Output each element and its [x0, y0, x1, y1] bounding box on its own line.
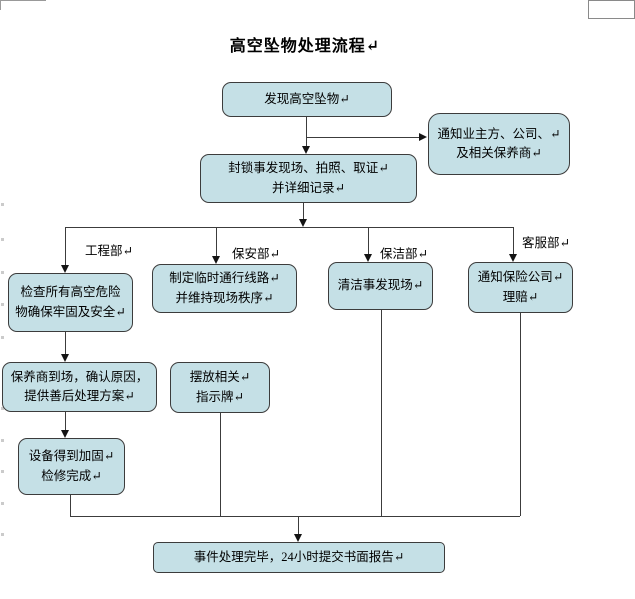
- flow-node-notify-owner[interactable]: 通知业主方、公司、↵ 及相关保养商↵: [428, 113, 570, 175]
- arrowhead-down-icon: [302, 146, 310, 154]
- flow-node-notify-insurance[interactable]: 通知保险公司↵ 理赔↵: [468, 262, 573, 313]
- node-text: 及相关保养商↵: [456, 146, 542, 160]
- margin-mark: [1, 407, 4, 410]
- node-text: 并维持现场秩序↵: [175, 290, 274, 305]
- arrowhead-down-icon: [61, 265, 69, 273]
- connector-branch-security: [216, 227, 217, 257]
- arrowhead-down-icon: [294, 534, 302, 542]
- connector-to-notify-owner: [307, 137, 419, 138]
- node-text: 并详细记录↵: [272, 180, 345, 195]
- arrowhead-down-icon: [61, 430, 69, 438]
- margin-mark: [1, 238, 4, 241]
- node-text: 事件处理完毕，24小时提交书面报告↵: [193, 549, 405, 564]
- branch-label-cleaning: 保洁部↵: [380, 247, 428, 261]
- arrowhead-down-icon: [299, 219, 307, 227]
- arrowhead-down-icon: [509, 254, 517, 262]
- connector-vendor-to-fixed: [65, 412, 66, 431]
- connector-clean-to-rail: [381, 310, 382, 516]
- node-text: 制定临时通行线路↵: [169, 271, 280, 286]
- flow-node-equipment-fixed[interactable]: 设备得到加固↵ 检修完成↵: [18, 438, 125, 495]
- node-text: 检查所有高空危险: [20, 285, 121, 300]
- flow-node-place-signs[interactable]: 摆放相关↵ 指示牌↵: [170, 362, 270, 413]
- margin-mark: [1, 271, 4, 274]
- node-text: 摆放相关↵: [189, 370, 251, 385]
- arrowhead-right-icon: [419, 133, 427, 141]
- arrowhead-down-icon: [61, 354, 69, 362]
- node-text: 检修完成↵: [41, 468, 102, 483]
- connector-branch-cleaning: [368, 227, 369, 255]
- node-text: 提供善后处理方案↵: [24, 389, 135, 403]
- connector-discover-to-seal: [306, 117, 307, 148]
- margin-mark: [1, 303, 4, 306]
- node-text: 通知业主方、公司、↵: [437, 126, 561, 141]
- node-text: 物确保牢固及安全↵: [15, 304, 126, 319]
- margin-mark: [1, 439, 4, 442]
- margin-mark: [1, 470, 4, 473]
- connector-branch-engineering: [65, 227, 66, 266]
- connector-insurance-to-rail: [520, 313, 521, 516]
- branch-distribution-line: [65, 227, 513, 228]
- arrowhead-down-icon: [364, 254, 372, 262]
- page-corner-mark: [0, 0, 46, 1]
- arrowhead-down-icon: [212, 256, 220, 264]
- margin-mark: [1, 203, 4, 206]
- bottom-collector-line: [70, 516, 520, 517]
- flow-node-check-hazards[interactable]: 检查所有高空危险 物确保牢固及安全↵: [8, 273, 133, 332]
- node-text: 理赔↵: [502, 289, 539, 304]
- flow-node-seal-scene[interactable]: 封锁事发现场、拍照、取证↵ 并详细记录↵: [200, 154, 417, 203]
- node-text: 发现高空坠物↵: [264, 91, 350, 106]
- branch-label-customer-service: 客服部↵: [522, 236, 570, 250]
- flow-node-discover[interactable]: 发现高空坠物↵: [222, 82, 392, 117]
- flow-node-vendor-onsite[interactable]: 保养商到场，确认原因， 提供善后处理方案↵: [2, 362, 157, 412]
- node-text: 通知保险公司↵: [477, 270, 564, 285]
- connector-check-to-vendor: [65, 332, 66, 356]
- page-corner-box: [588, 0, 635, 19]
- connector-branch-customer-service: [513, 227, 514, 255]
- flow-node-final-report[interactable]: 事件处理完毕，24小时提交书面报告↵: [153, 542, 445, 573]
- node-text: 保养商到场，确认原因，: [10, 369, 149, 384]
- node-text: 清洁事发现场↵: [337, 278, 424, 293]
- node-text: 封锁事发现场、拍照、取证↵: [228, 161, 389, 176]
- connector-seal-to-branches: [303, 203, 304, 221]
- margin-mark: [1, 533, 4, 536]
- branch-label-engineering: 工程部↵: [85, 244, 133, 258]
- margin-mark: [1, 336, 4, 339]
- connector-signs-to-rail: [220, 413, 221, 516]
- flow-node-temp-route[interactable]: 制定临时通行线路↵ 并维持现场秩序↵: [152, 264, 297, 313]
- node-text: 设备得到加固↵: [28, 449, 115, 464]
- page-title: 高空坠物处理流程↵: [229, 38, 381, 55]
- margin-mark: [1, 502, 4, 505]
- connector-fixed-to-rail: [70, 495, 71, 516]
- branch-label-security: 保安部↵: [232, 247, 280, 261]
- connector-rail-to-report: [298, 517, 299, 535]
- page-corner-mark: [0, 0, 1, 10]
- node-text: 指示牌↵: [196, 389, 244, 404]
- flow-node-clean-scene[interactable]: 清洁事发现场↵: [328, 262, 433, 310]
